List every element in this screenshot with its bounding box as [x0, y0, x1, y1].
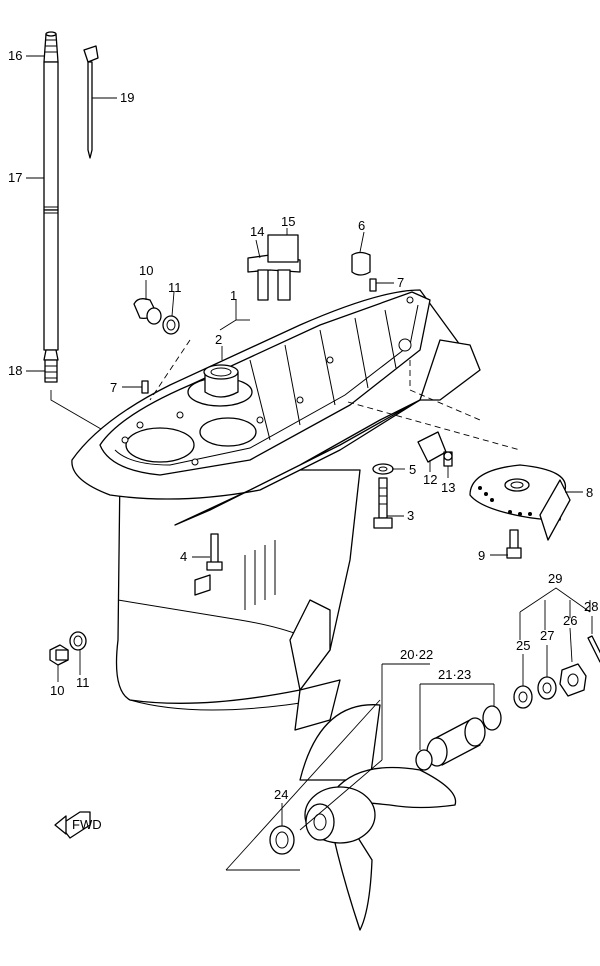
part-10-plug-lower: [49, 644, 69, 666]
callout-24: 24: [274, 787, 288, 802]
callout-10-upper: 10: [139, 263, 153, 278]
gearcase-housing: [71, 289, 481, 731]
callout-28: 28: [584, 599, 598, 614]
callout-21-23: 21·23: [438, 667, 471, 682]
callout-4: 4: [180, 549, 187, 564]
part-17-drive-shaft: [43, 61, 59, 351]
callout-19: 19: [120, 90, 134, 105]
part-5-washer: [372, 463, 394, 475]
callout-16: 16: [8, 48, 22, 63]
callout-11-upper: 11: [168, 280, 182, 295]
leader-lines: [26, 55, 593, 871]
part-8-trim-tab: [469, 464, 571, 541]
callout-11-lower: 11: [76, 675, 90, 690]
callout-9: 9: [478, 548, 485, 563]
part-25-washer: [513, 685, 533, 709]
callout-8: 8: [586, 485, 593, 500]
part-10-plug-upper: [133, 298, 162, 325]
part-7-pin-lower: [141, 380, 149, 394]
part-13-bolt: [443, 451, 453, 467]
part-7-pin-upper: [369, 278, 377, 292]
part-11-washer-lower: [69, 631, 87, 651]
part-21-23-bushing: [415, 705, 502, 771]
callout-3: 3: [407, 508, 414, 523]
part-3-bolt: [373, 477, 393, 529]
callout-17: 17: [8, 170, 22, 185]
part-18-fitting: [43, 349, 59, 383]
part-12-anode-block: [417, 431, 447, 463]
callout-5: 5: [409, 462, 416, 477]
callout-15: 15: [281, 214, 295, 229]
part-11-washer-upper: [162, 315, 180, 335]
callout-2: 2: [215, 332, 222, 347]
propeller: [299, 704, 457, 931]
callout-20-22: 20·22: [400, 647, 433, 662]
callout-7-upper: 7: [397, 275, 404, 290]
callout-29: 29: [548, 571, 562, 586]
callout-26: 26: [563, 613, 577, 628]
callout-10-lower: 10: [50, 683, 64, 698]
part-19-strap: [83, 45, 99, 159]
callout-12: 12: [423, 472, 437, 487]
callout-14: 14: [250, 224, 264, 239]
fwd-arrow-icon: FWD: [54, 811, 102, 839]
callout-13: 13: [441, 480, 455, 495]
part-24-washer: [269, 825, 295, 855]
part-4-bolt: [206, 533, 223, 571]
callout-labels: 16 19 17 18 14 15 6 7 10 11 1 2 7 5 12 1…: [8, 48, 598, 802]
part-28-cotter-pin: [587, 635, 600, 663]
callout-18: 18: [8, 363, 22, 378]
part-9-bolt: [506, 529, 522, 559]
callout-27: 27: [540, 628, 554, 643]
part-14-15-clip: [247, 234, 301, 301]
part-27-washer: [537, 676, 557, 700]
callout-6: 6: [358, 218, 365, 233]
callout-25: 25: [516, 638, 530, 653]
part-6-cap: [351, 251, 371, 276]
fwd-label: FWD: [72, 817, 102, 832]
part-16-spline: [43, 31, 59, 63]
part-26-castle-nut: [559, 663, 587, 697]
callout-1: 1: [230, 288, 237, 303]
callout-7-lower: 7: [110, 380, 117, 395]
